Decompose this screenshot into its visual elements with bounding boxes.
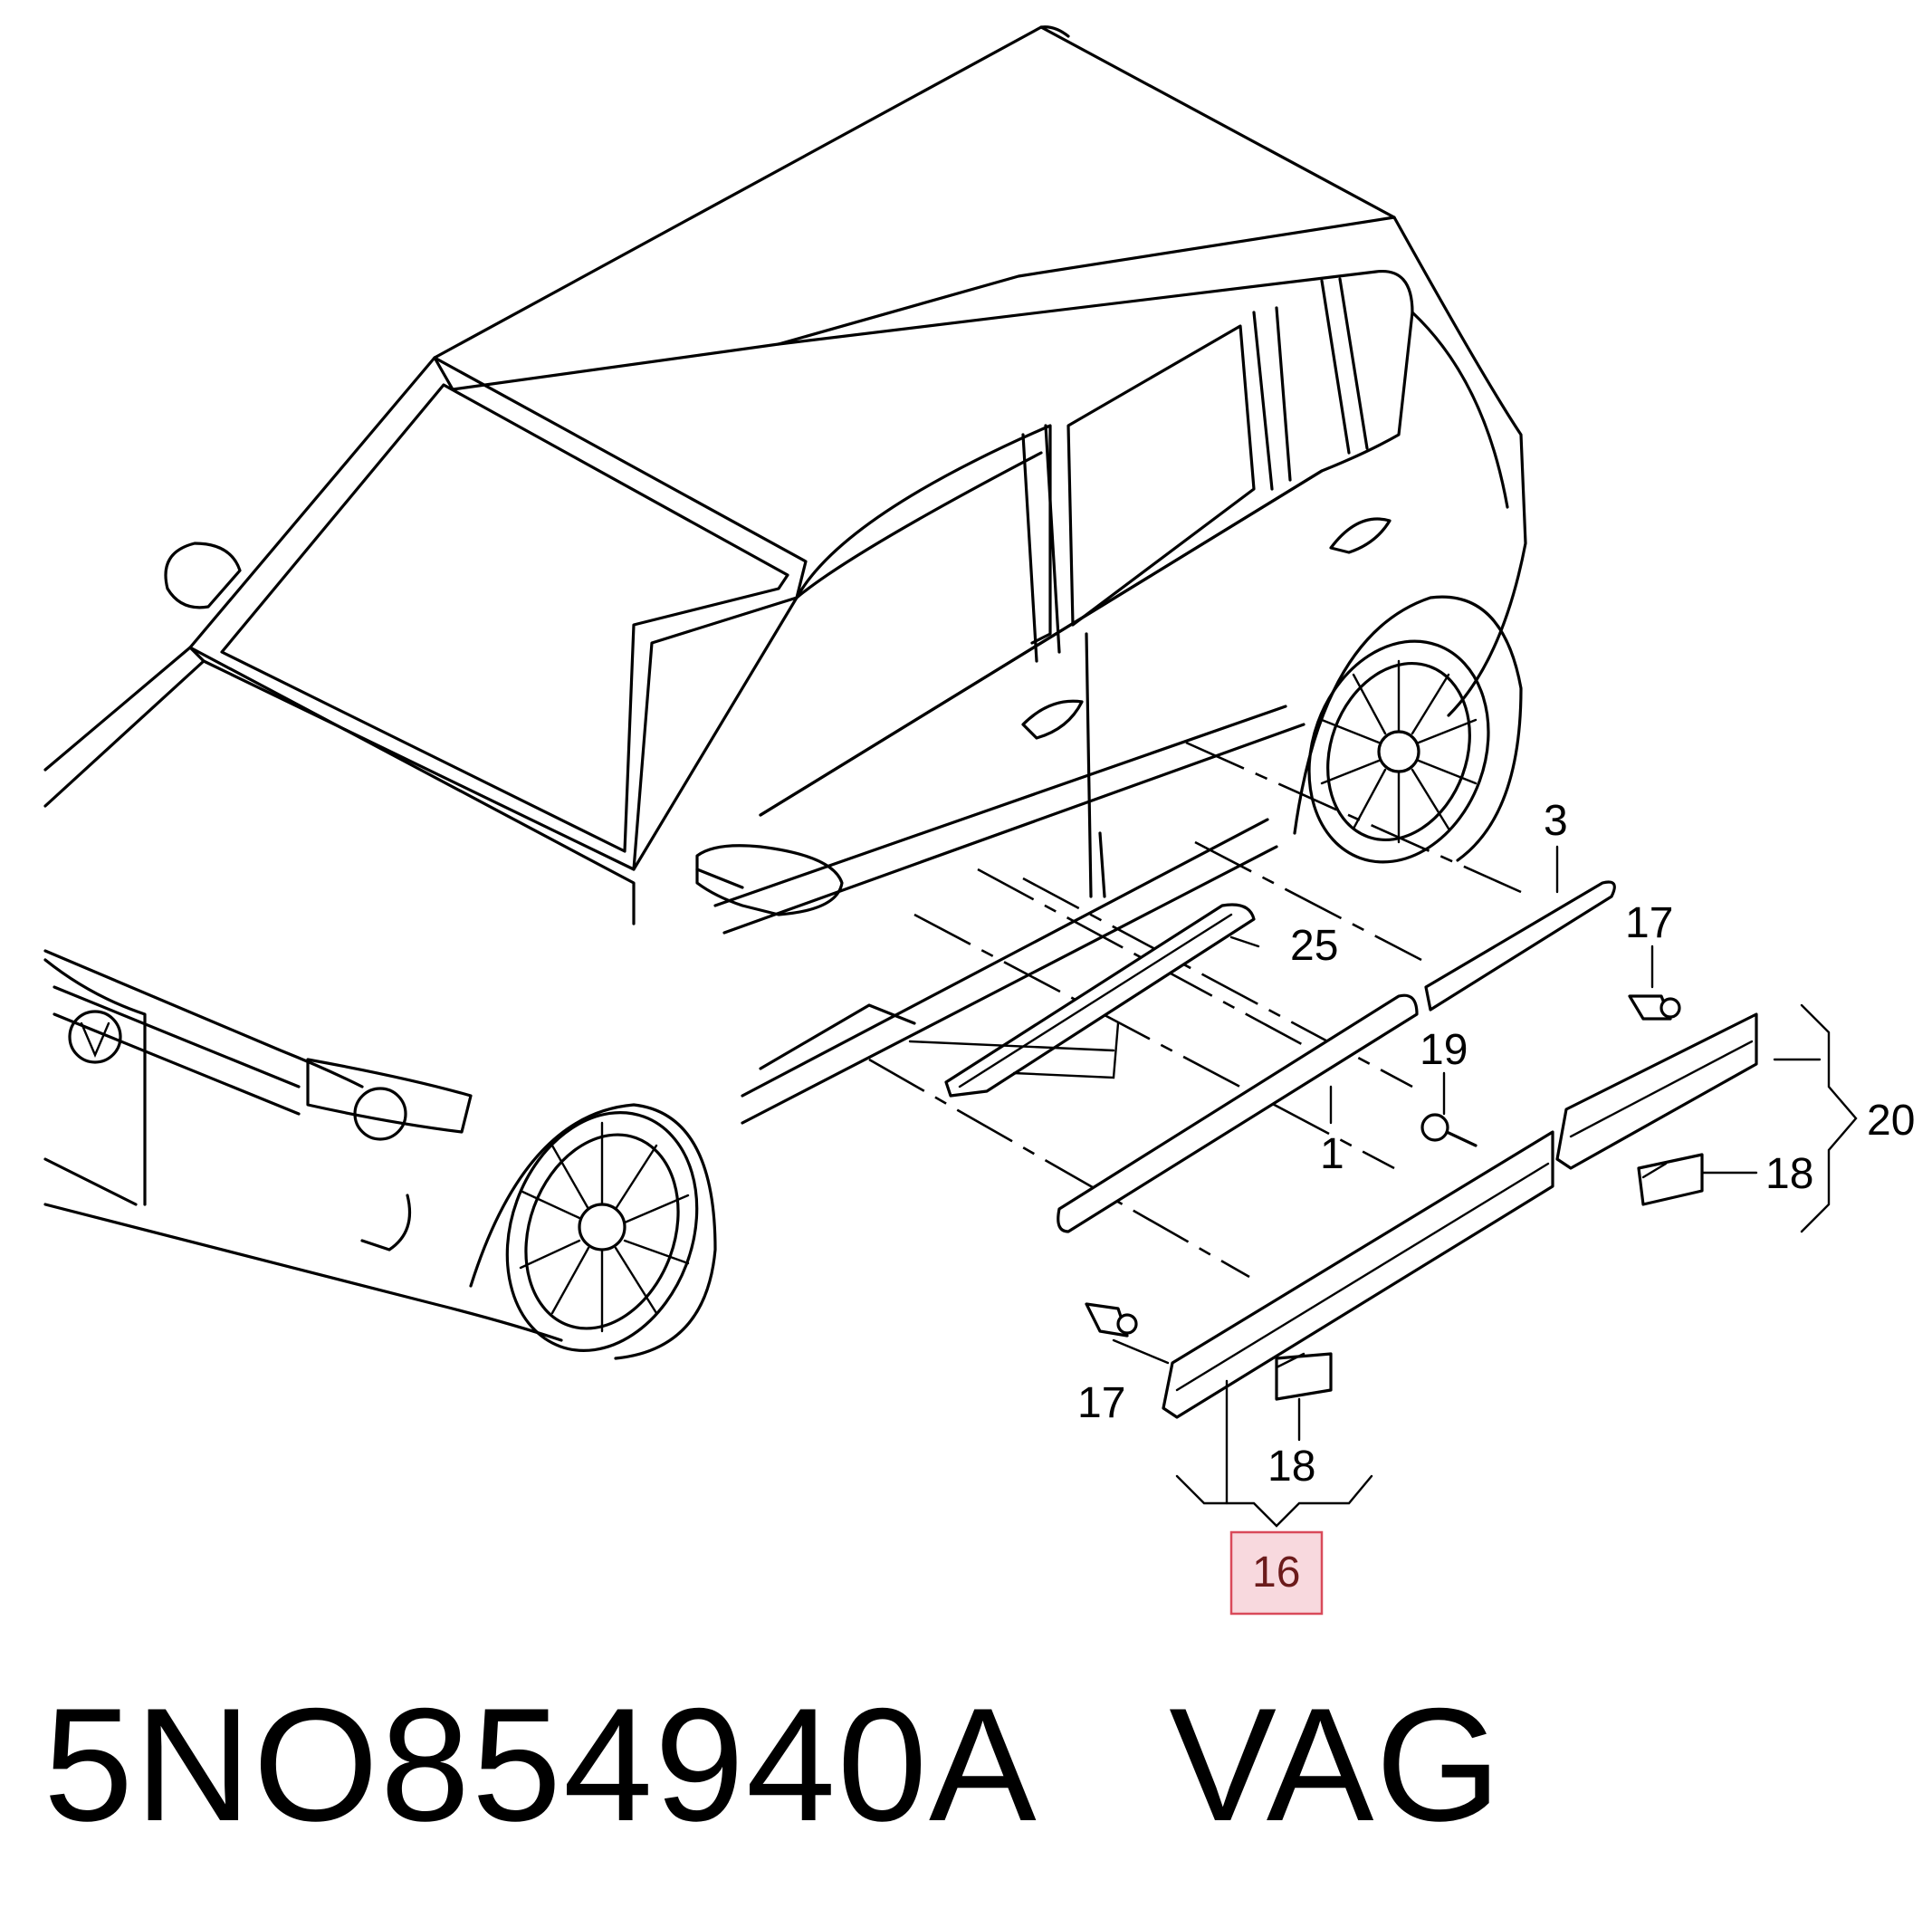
- part-16-molding: [1162, 1130, 1554, 1419]
- part-20-molding: [1555, 1012, 1758, 1170]
- part-number-caption: 5NO854940A VAG: [43, 1674, 1503, 1855]
- vehicle-outline: [43, 25, 1527, 1360]
- clip-17-rear: [1628, 994, 1681, 1021]
- assembly-dash-lines: [868, 741, 1522, 1279]
- highlighted-callout-16: 16: [1229, 1530, 1324, 1616]
- part-25-trim: [908, 903, 1256, 1098]
- clip-18-rear: [1637, 1153, 1704, 1206]
- callout-1: 1: [1320, 1130, 1344, 1178]
- callout-17-front: 17: [1077, 1379, 1125, 1427]
- callout-leaders: [1112, 845, 1858, 1528]
- callout-25: 25: [1290, 922, 1338, 970]
- callout-18-rear: 18: [1765, 1150, 1813, 1198]
- part-1-strip: [1057, 993, 1419, 1233]
- callout-16: 16: [1252, 1549, 1300, 1597]
- screw-19: [1420, 1113, 1478, 1147]
- callout-19: 19: [1420, 1026, 1468, 1074]
- callout-20: 20: [1867, 1097, 1915, 1145]
- callout-labels: 3 25 17 19 1 20 18 17 18: [1077, 797, 1915, 1491]
- clip-18-front: [1275, 1352, 1333, 1401]
- clip-17-front: [1085, 1302, 1138, 1338]
- callout-3: 3: [1544, 797, 1568, 845]
- callout-18-front: 18: [1267, 1443, 1315, 1491]
- part-3-strip: [1424, 880, 1616, 1012]
- callout-17-rear: 17: [1625, 899, 1673, 947]
